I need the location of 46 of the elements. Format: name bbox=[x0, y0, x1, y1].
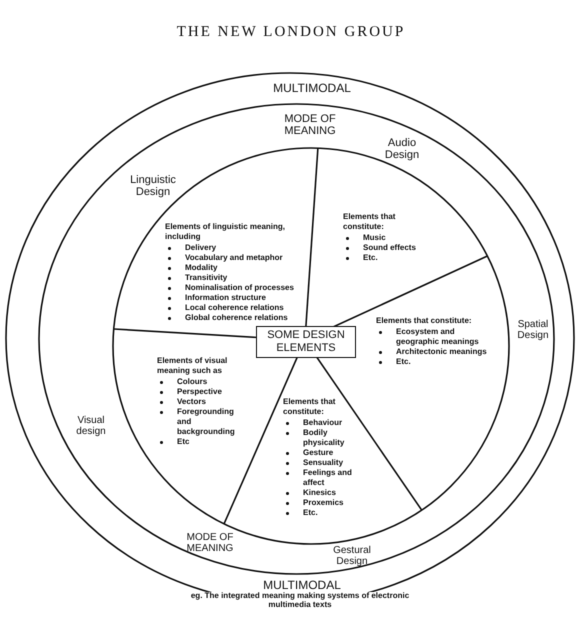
middle-ring bbox=[38, 103, 555, 575]
list-item: Vectors bbox=[177, 397, 206, 406]
list-item: Global coherence relations bbox=[185, 313, 288, 322]
sector-heading: Elements that constitute: bbox=[376, 316, 473, 326]
list-item: Gesture bbox=[303, 448, 334, 457]
list-item: Delivery bbox=[185, 243, 216, 252]
sector-heading: Elements of visual meaning such as bbox=[157, 356, 228, 376]
ring-heading: MODE OF MEANING bbox=[186, 532, 234, 554]
list-item: Modality bbox=[185, 263, 218, 272]
list-item: Transitivity bbox=[185, 273, 228, 282]
list-item: Kinesics bbox=[303, 488, 336, 497]
list-item: Etc. bbox=[396, 357, 411, 366]
ring-heading: MODE OF MEANING bbox=[283, 113, 337, 138]
list-item: Sound effects bbox=[363, 243, 416, 252]
design-label: Audio Design bbox=[384, 137, 420, 162]
sector-heading: Elements that constitute: bbox=[283, 397, 336, 417]
inner-circle bbox=[112, 147, 510, 545]
list-item: Colours bbox=[177, 377, 208, 386]
design-label: Linguistic Design bbox=[129, 174, 177, 198]
design-label: Gestural Design bbox=[332, 545, 372, 567]
list-item: Behaviour bbox=[303, 418, 342, 427]
list-item: Etc bbox=[177, 437, 190, 446]
list-item: Architectonic meanings bbox=[396, 347, 487, 356]
sector-heading: Elements of linguistic meaning, including bbox=[165, 222, 286, 242]
page-title: THE NEW LONDON GROUP bbox=[176, 24, 406, 40]
design-label: Spatial Design bbox=[516, 319, 550, 341]
list-item: Bodily physicality bbox=[303, 428, 344, 447]
list-item: Sensuality bbox=[303, 458, 344, 467]
list-item: Etc. bbox=[303, 508, 318, 517]
list-item: Nominalisation of processes bbox=[185, 283, 294, 292]
list-item: Vocabulary and metaphor bbox=[185, 253, 283, 262]
list-item: Information structure bbox=[185, 293, 266, 302]
list-item: Music bbox=[363, 233, 386, 242]
design-label: Visual design bbox=[75, 415, 107, 437]
sector-heading: Elements that constitute: bbox=[343, 212, 396, 232]
example-note: eg. The integrated meaning making systems of electronic multimedia texts bbox=[190, 592, 410, 610]
list-item: Feelings and affect bbox=[303, 468, 352, 487]
list-item: Local coherence relations bbox=[185, 303, 284, 312]
list-item: Perspective bbox=[177, 387, 222, 396]
ring-heading: MULTIMODAL bbox=[262, 579, 342, 592]
list-item: Ecosystem and geographic meanings bbox=[396, 327, 479, 346]
list-item: Proxemics bbox=[303, 498, 344, 507]
center-label-box: SOME DESIGN ELEMENTS bbox=[256, 326, 356, 358]
list-item: Foregrounding and backgrounding bbox=[177, 407, 235, 436]
ring-heading: MULTIMODAL bbox=[272, 82, 352, 96]
list-item: Etc. bbox=[363, 253, 378, 262]
